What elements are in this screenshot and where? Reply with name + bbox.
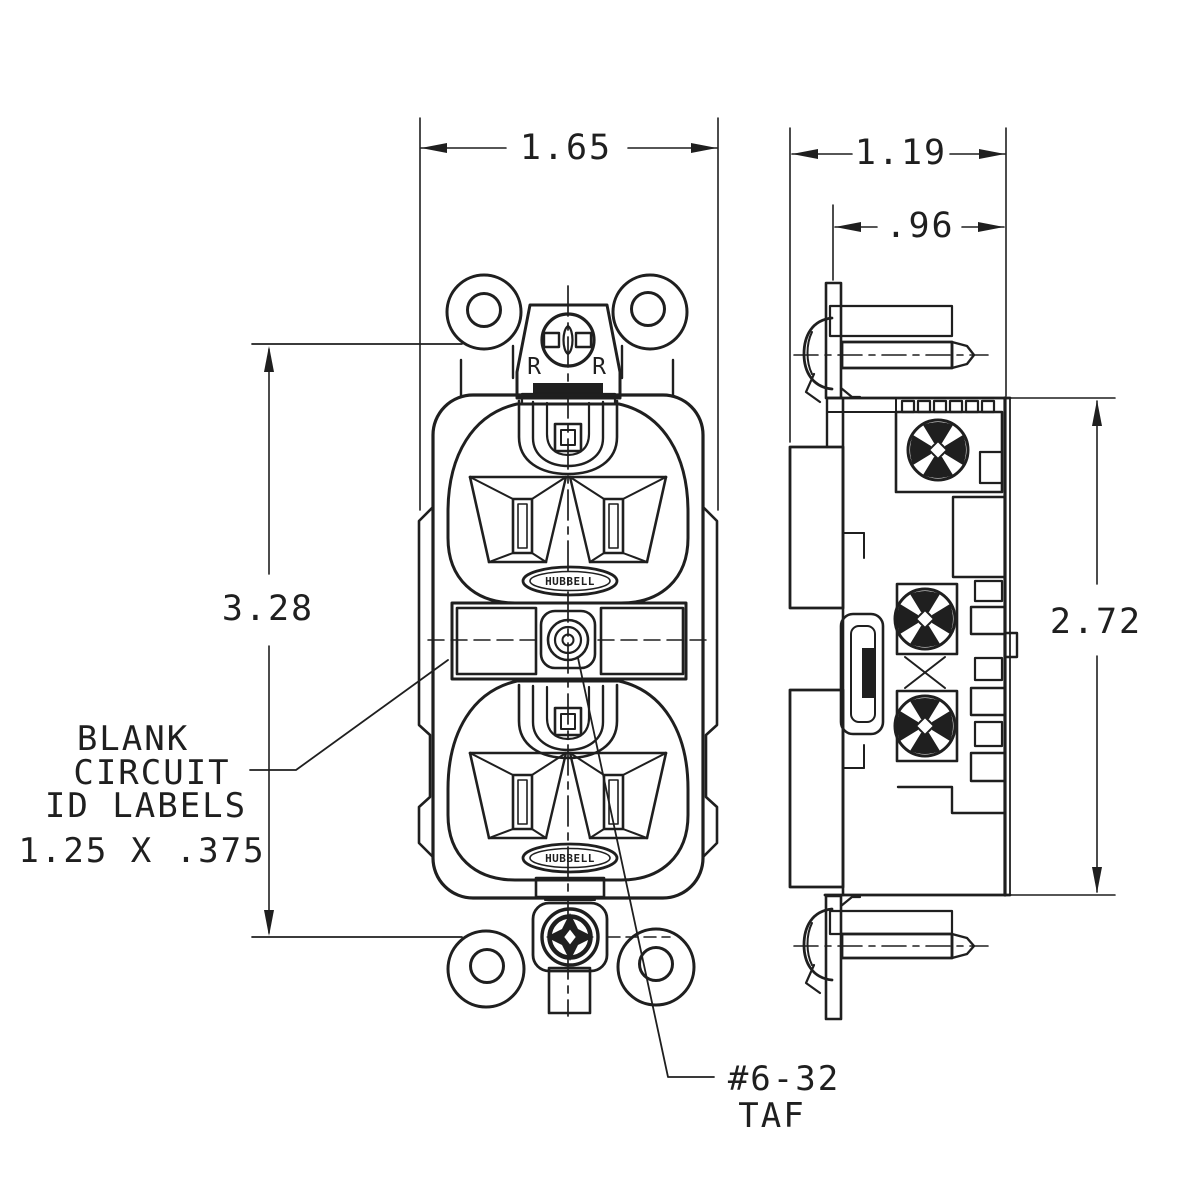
id-label-line4: 1.25 X .375 [18,831,265,871]
dim-side-height-body: 2.72 [1009,397,1142,896]
id-label-line1: BLANK [77,719,189,759]
mount-hole-bottom-right [638,946,674,982]
mounting-screw-top-icon [540,312,596,368]
id-labels-leader-line [249,659,449,771]
id-label-line3: ID LABELS [45,786,247,826]
mount-ear-top-right [611,273,689,351]
dimensions: 1.65 3.28 1.19 .96 [222,117,1142,938]
ground-slot-lower [517,683,619,760]
back-block-lower [788,688,845,889]
arrow-down-icon [264,910,274,936]
side-screw-bottom [793,894,989,1021]
front-center-band [427,601,711,681]
dim-side-depth-body: .96 [832,204,1005,281]
front-mounting-strap-top: R R [445,273,689,406]
screw-tip-bottom [950,932,976,960]
arrow-left-icon [421,143,447,153]
dim-side-height-body-value: 2.72 [1050,602,1142,642]
screw-head-bottom [802,907,834,982]
arrow-left-icon [792,149,818,159]
brand-oval-lower [521,842,619,874]
strap-mark-right: R [592,354,606,380]
mount-ear-bottom-left [446,929,526,1009]
arrow-up-icon [1092,400,1102,426]
blade-slot-lower-right [602,773,625,831]
dim-front-width: 1.65 [419,117,719,511]
strap-bar-top [824,281,843,400]
outlet-face-upper [446,402,690,605]
front-view: R R [417,273,719,1017]
mount-ear-bottom-right [616,927,696,1007]
terminal-clamp-stack [896,495,1019,815]
mount-ear-top-left [445,273,523,351]
dim-front-width-value: 1.65 [520,128,612,168]
arrow-right-icon [978,222,1004,232]
blade-slot-upper-right [602,497,625,555]
brand-text-upper: HUBBELL [545,575,595,588]
terminal-screw-upper [894,410,1004,494]
strap-bar-bottom [824,894,843,1021]
wallplate-screw-hole-icon [546,618,590,662]
outlet-face-lower [446,679,690,882]
screw-head-top [802,316,834,391]
front-outlet-upper: HUBBELL [446,399,690,605]
mount-hole-bottom-left [469,948,505,984]
ground-slot-upper [517,399,619,476]
strap-mark-left: R [527,354,541,380]
side-view [788,281,1019,1021]
front-mounting-strap-bottom [446,876,696,1015]
terminal-screw-middle-lower-icon [893,694,957,758]
side-flange-right [701,505,719,859]
mounting-screw-bottom-icon [540,907,600,967]
strap-break-off-pocket [839,612,885,736]
mount-hole-top-right [630,291,666,327]
dim-front-height-value: 3.28 [222,589,314,629]
blank-id-label-left [455,606,538,676]
brand-oval-upper [521,565,619,597]
terminal-clamp-tab [1003,631,1019,659]
arrow-right-icon [691,143,717,153]
blade-slot-upper-left [511,497,534,555]
terminal-screw-middle-upper-icon [893,587,957,651]
front-outlet-lower: HUBBELL [446,679,690,882]
tap-note-line1: #6-32 [728,1059,840,1099]
mount-hole-top-left [466,292,502,328]
dim-side-depth-overall-value: 1.19 [855,133,947,173]
blade-slot-lower-left [511,773,534,831]
rib-strip [900,399,996,414]
blank-id-label-right [599,606,685,676]
arrow-up-icon [264,346,274,372]
center-band-outline [450,601,688,681]
strap-neck-band [533,383,603,394]
side-screw-top [793,281,989,404]
arrow-left-icon [835,222,861,232]
tap-note-leader-line [577,657,715,1078]
brand-text-lower: HUBBELL [545,852,595,865]
terminal-screw-upper-icon [906,418,970,482]
tap-note: #6-32 TAF [577,657,840,1136]
arrow-right-icon [979,149,1005,159]
annotations: BLANK CIRCUIT ID LABELS 1.25 X .375 #6-3… [18,657,840,1136]
side-flange-left [417,505,435,859]
arrow-down-icon [1092,867,1102,893]
terminal-screws-middle [893,582,959,763]
side-body [788,396,1012,897]
dim-side-depth-body-value: .96 [885,206,954,246]
id-label-line2: CIRCUIT [73,753,230,793]
strap-plate-top [515,303,622,400]
dim-side-depth-overall: 1.19 [789,127,1007,443]
dim-front-height: 3.28 [222,343,463,938]
screw-tip-top [950,340,976,370]
blank-id-labels-note: BLANK CIRCUIT ID LABELS 1.25 X .375 [18,659,449,871]
back-block-upper [788,445,845,610]
tap-note-line2: TAF [738,1096,805,1136]
